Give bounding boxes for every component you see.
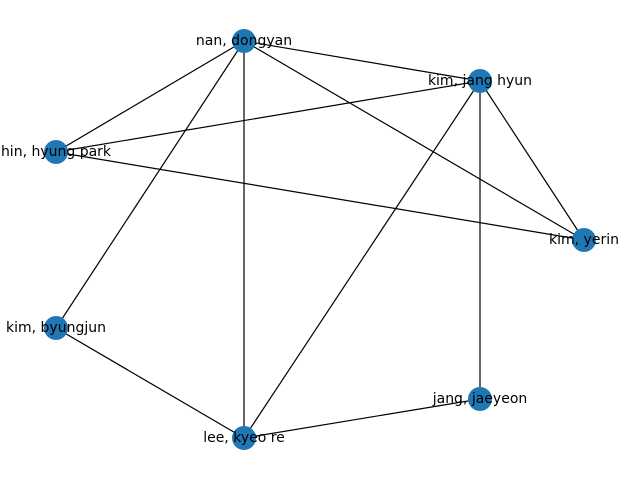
edge-kjh-ky — [479, 80, 585, 241]
edge-jj-lk — [243, 398, 481, 439]
node-kb — [44, 316, 68, 340]
node-label-kjh: kim, jang hyun — [428, 73, 532, 89]
node-label-kb: kim, byungjun — [6, 320, 106, 336]
node-lk — [232, 426, 256, 450]
node-ky — [572, 228, 596, 252]
edge-nan-ky — [243, 40, 585, 241]
edge-kb-lk — [55, 327, 245, 439]
node-label-nan: nan, dongyan — [196, 33, 292, 49]
node-label-ky: kim, yerin — [549, 232, 619, 248]
labels-layer: nan, dongyan kim, jang hyun hin, hyung par… — [1, 33, 619, 446]
node-label-hp: hin, hyung park — [1, 144, 112, 160]
node-kjh — [468, 69, 492, 93]
nodes-layer — [44, 29, 596, 450]
node-label-lk: lee, kyeo re — [203, 430, 285, 446]
edge-hp-ky — [55, 151, 585, 241]
edge-nan-kb — [55, 40, 245, 329]
node-label-jj: jang, jaeyeon — [432, 391, 528, 407]
edge-nan-hp — [55, 40, 245, 153]
node-nan — [232, 29, 256, 53]
edge-kjh-lk — [243, 80, 481, 439]
edge-nan-kjh — [243, 40, 481, 82]
node-jj — [468, 387, 492, 411]
edges-layer — [55, 40, 585, 439]
node-hp — [44, 140, 68, 164]
edge-kjh-hp — [55, 80, 481, 153]
